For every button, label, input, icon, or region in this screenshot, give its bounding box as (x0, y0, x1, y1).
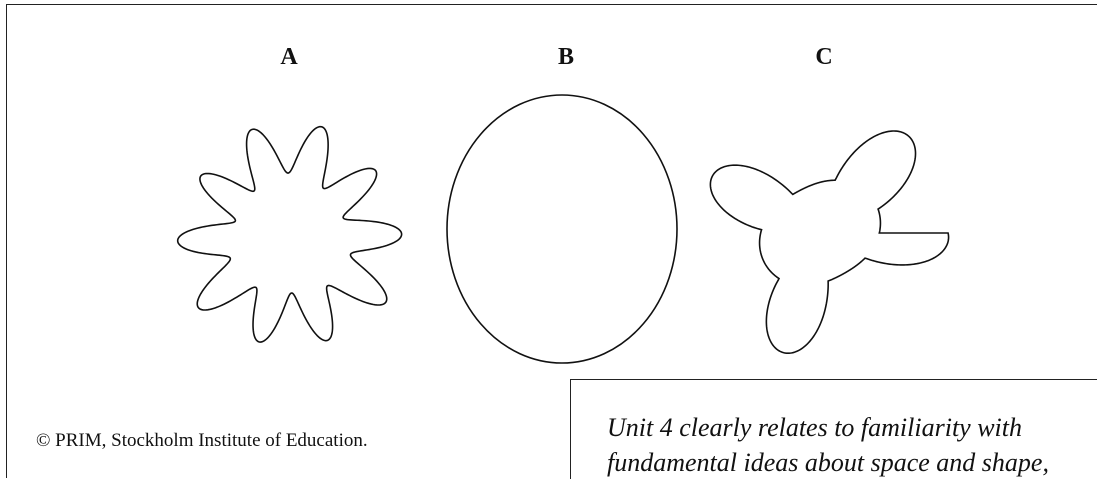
left-border (6, 4, 7, 478)
top-border (6, 4, 1097, 5)
copyright-notice: © PRIM, Stockholm Institute of Education… (36, 430, 368, 451)
note-box: Unit 4 clearly relates to familiarity wi… (570, 379, 1097, 479)
shape-label-b: B (557, 44, 574, 70)
shape-b-ellipse (446, 94, 678, 364)
shape-a-wavy-blob (176, 125, 403, 343)
shape-label-a: A (280, 44, 298, 70)
shape-c-star-blob (709, 130, 950, 355)
note-text: Unit 4 clearly relates to familiarity wi… (607, 410, 1049, 480)
note-line-1: Unit 4 clearly relates to familiarity wi… (607, 413, 1022, 442)
shape-label-c: C (815, 44, 833, 70)
note-line-2: fundamental ideas about space and shape, (607, 448, 1049, 477)
